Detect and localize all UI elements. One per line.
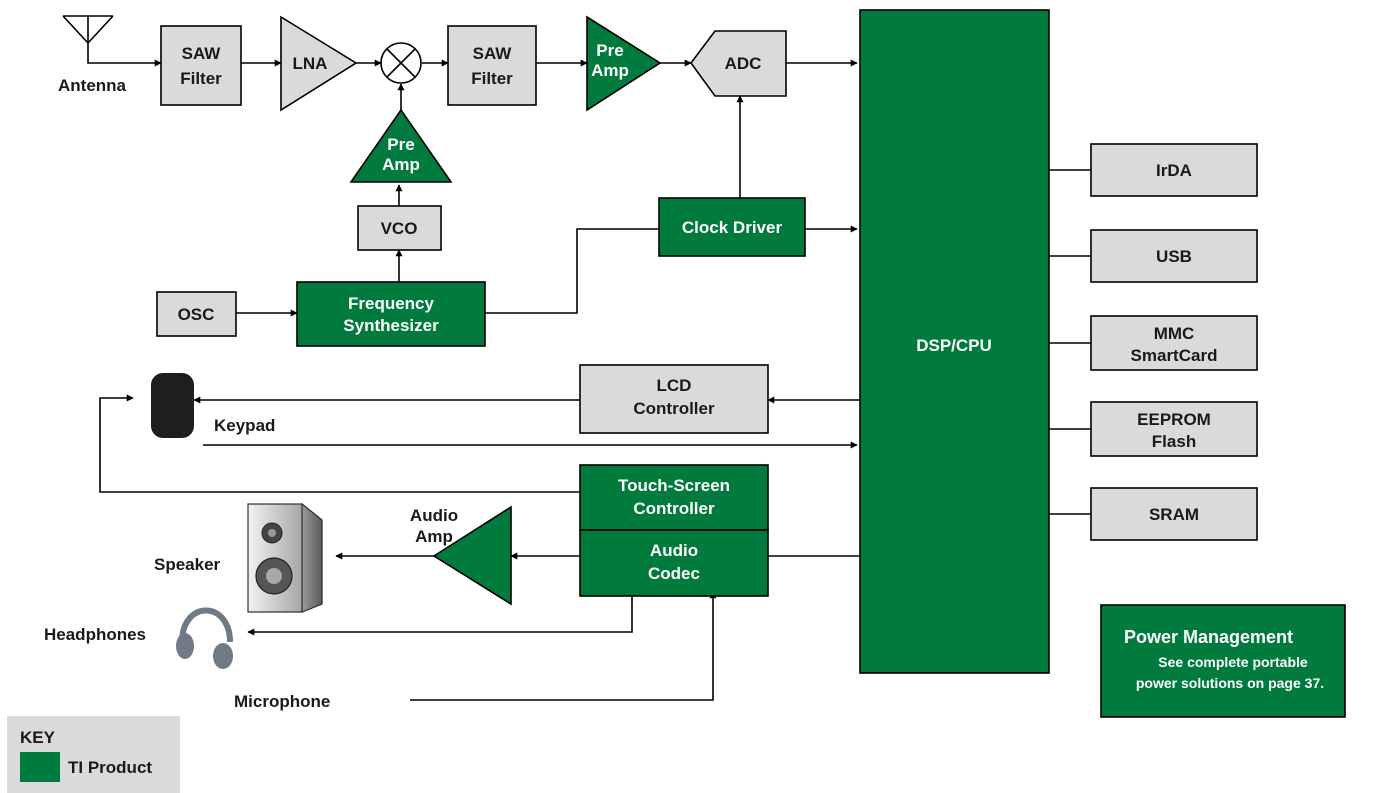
legend-item-label: TI Product [68,758,152,777]
lo-preamp-label: Amp [382,155,420,174]
frequency-synthesizer-block: Frequency Synthesizer [296,281,486,347]
audio-codec-label: Audio [650,541,698,560]
saw-filter-1-block: SAW Filter [160,25,242,106]
speaker-icon [247,502,323,613]
keypad-icon [151,373,194,438]
mixer-icon [380,42,422,84]
audio-amp-label: Amp [415,527,453,546]
vco-label: VCO [381,219,418,238]
mmc-smartcard-block: MMC SmartCard [1090,315,1258,371]
lcd-controller-label: Controller [633,399,715,418]
eeprom-flash-label: Flash [1152,432,1196,451]
lna-amplifier-block: LNA [280,15,358,112]
eeprom-flash-block: EEPROM Flash [1090,401,1258,457]
osc-block: OSC [156,291,237,337]
mmc-smartcard-label: SmartCard [1131,346,1218,365]
audio-amp-label: Audio [410,506,458,525]
saw-filter-1-label: Filter [180,69,222,88]
saw-filter-2-label: SAW [473,44,513,63]
headphones-label: Headphones [44,625,146,644]
saw-filter-1-label: SAW [182,44,222,63]
rx-preamp-label: Pre [596,41,623,60]
legend-swatch [20,752,60,782]
power-management-note: See complete portable [1158,654,1308,670]
saw-filter-2-label: Filter [471,69,513,88]
dsp-cpu-block: DSP/CPU [859,9,1050,674]
audio-codec-label: Codec [648,564,700,583]
irda-block: IrDA [1090,143,1258,197]
adc-label: ADC [725,54,762,73]
audio-codec-block: Audio Codec [579,529,769,597]
lcd-controller-label: LCD [657,376,692,395]
microphone-label: Microphone [234,692,330,711]
adc-block: ADC [690,30,787,97]
clock-driver-block: Clock Driver [658,197,806,257]
lna-label: LNA [293,54,328,73]
headphones-icon [176,607,233,669]
lo-preamp-block: Pre Amp [349,108,453,183]
clock-driver-label: Clock Driver [682,218,783,237]
touch-screen-controller-label: Controller [633,499,715,518]
legend: KEY TI Product [7,716,180,793]
irda-label: IrDA [1156,161,1192,180]
sram-label: SRAM [1149,505,1199,524]
sram-block: SRAM [1090,487,1258,541]
antenna-icon [62,15,114,44]
dsp-cpu-label: DSP/CPU [916,336,992,355]
usb-block: USB [1090,229,1258,283]
mmc-smartcard-label: MMC [1154,324,1195,343]
eeprom-flash-label: EEPROM [1137,410,1211,429]
power-management-block: Power Management See complete portable p… [1100,604,1346,718]
legend-title: KEY [20,728,56,747]
usb-label: USB [1156,247,1192,266]
keypad-label: Keypad [214,416,275,435]
lo-preamp-label: Pre [387,135,414,154]
rx-preamp-block: Pre Amp [586,15,662,112]
power-management-note: power solutions on page 37. [1136,675,1324,691]
connection-wires [87,43,1091,701]
audio-amp-block [432,505,512,606]
touch-screen-controller-label: Touch-Screen [618,476,730,495]
saw-filter-2-block: SAW Filter [447,25,537,106]
vco-block: VCO [357,205,442,251]
touch-screen-controller-block: Touch-Screen Controller [579,464,769,531]
lcd-controller-block: LCD Controller [579,364,769,434]
speaker-label: Speaker [154,555,221,574]
antenna-label: Antenna [58,76,127,95]
power-management-title: Power Management [1124,627,1293,647]
osc-label: OSC [178,305,215,324]
frequency-synthesizer-label: Frequency [348,294,435,313]
frequency-synthesizer-label: Synthesizer [343,316,439,335]
rx-preamp-label: Amp [591,61,629,80]
